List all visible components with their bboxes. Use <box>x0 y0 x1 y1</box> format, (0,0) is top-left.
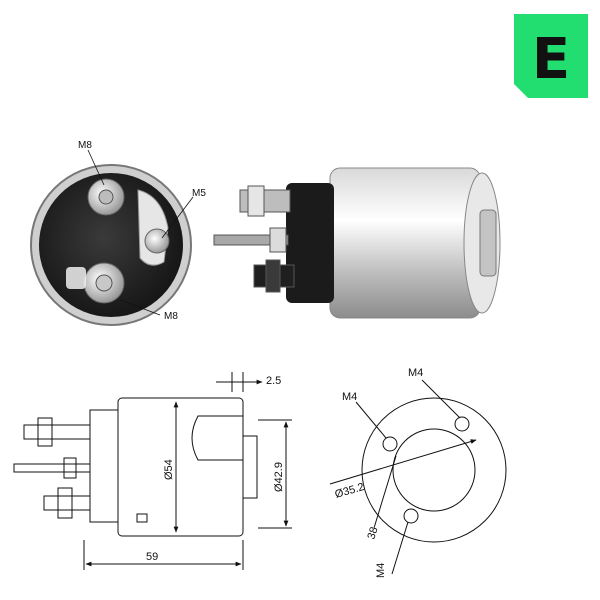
label-side-terminal: M5 <box>192 188 206 199</box>
hole-spacing-dim-line <box>373 455 397 529</box>
bolt-circle-dim-line <box>329 439 477 485</box>
plunger-end <box>479 209 497 277</box>
drawing-spade <box>13 463 91 473</box>
label-bottom-terminal: M8 <box>164 311 178 322</box>
drawing-end-flange <box>242 435 258 499</box>
dim-inner-label: Ø42.9 <box>273 462 285 492</box>
logo-badge <box>514 14 588 98</box>
dim-outer-label: Ø54 <box>163 459 175 480</box>
flange-inner-circle <box>392 428 476 512</box>
cylinder-body <box>329 167 481 319</box>
leader-hole-top <box>421 379 461 419</box>
label-hole-bottom: M4 <box>375 563 387 578</box>
top-terminal-stud <box>98 189 114 205</box>
flange-outer-circle <box>361 397 507 543</box>
flange-dimension-drawing <box>329 379 507 575</box>
bottom-terminal-stud <box>95 274 113 292</box>
side-dimension-labels: 2.5 Ø54 Ø42.9 59 <box>146 375 285 563</box>
dim-length-label: 59 <box>146 551 158 563</box>
drawing-plunger <box>191 415 243 461</box>
leader-hole-bottom <box>391 521 409 575</box>
side-terminal-nut <box>144 228 170 254</box>
mount-hole-top <box>454 416 470 432</box>
solenoid-side-photo <box>213 167 501 319</box>
drawing-marker <box>136 513 148 523</box>
flange-dimension-labels: M4 M4 Ø35.2 38 M4 <box>334 367 424 578</box>
drawing-top-stud <box>23 424 91 440</box>
drawing-bottom-stud <box>43 495 91 511</box>
top-stud-nut <box>247 185 265 217</box>
insulator-plate <box>66 267 86 289</box>
label-hole-spacing: 38 <box>365 526 380 541</box>
side-dimension-drawing <box>13 372 292 570</box>
bottom-stud-nut <box>265 259 281 293</box>
drawing-terminal-block <box>89 409 119 523</box>
drawing-top-nut <box>37 417 53 447</box>
leader-side <box>161 196 194 239</box>
mid-stud-nut <box>269 227 287 253</box>
dim-gap-label: 2.5 <box>266 375 281 387</box>
label-bolt-circle: Ø35.2 <box>334 481 366 501</box>
mount-hole-bottom <box>403 508 419 524</box>
leader-bottom <box>119 299 161 316</box>
logo-letter: E <box>532 27 570 92</box>
label-hole-left: M4 <box>342 391 357 403</box>
drawing-bottom-nut <box>57 487 73 519</box>
label-top-terminal: M8 <box>78 140 92 151</box>
drawing-mid-nut <box>63 457 77 479</box>
spade-terminal <box>213 234 289 246</box>
terminal-cap <box>286 183 334 303</box>
leader-top <box>87 149 105 186</box>
label-hole-top: M4 <box>408 367 423 379</box>
brand-logo: E <box>514 14 588 98</box>
solenoid-front-photo: M8 M5 M8 <box>30 140 206 326</box>
leader-hole-left <box>355 401 387 439</box>
mount-hole-left <box>382 436 398 452</box>
